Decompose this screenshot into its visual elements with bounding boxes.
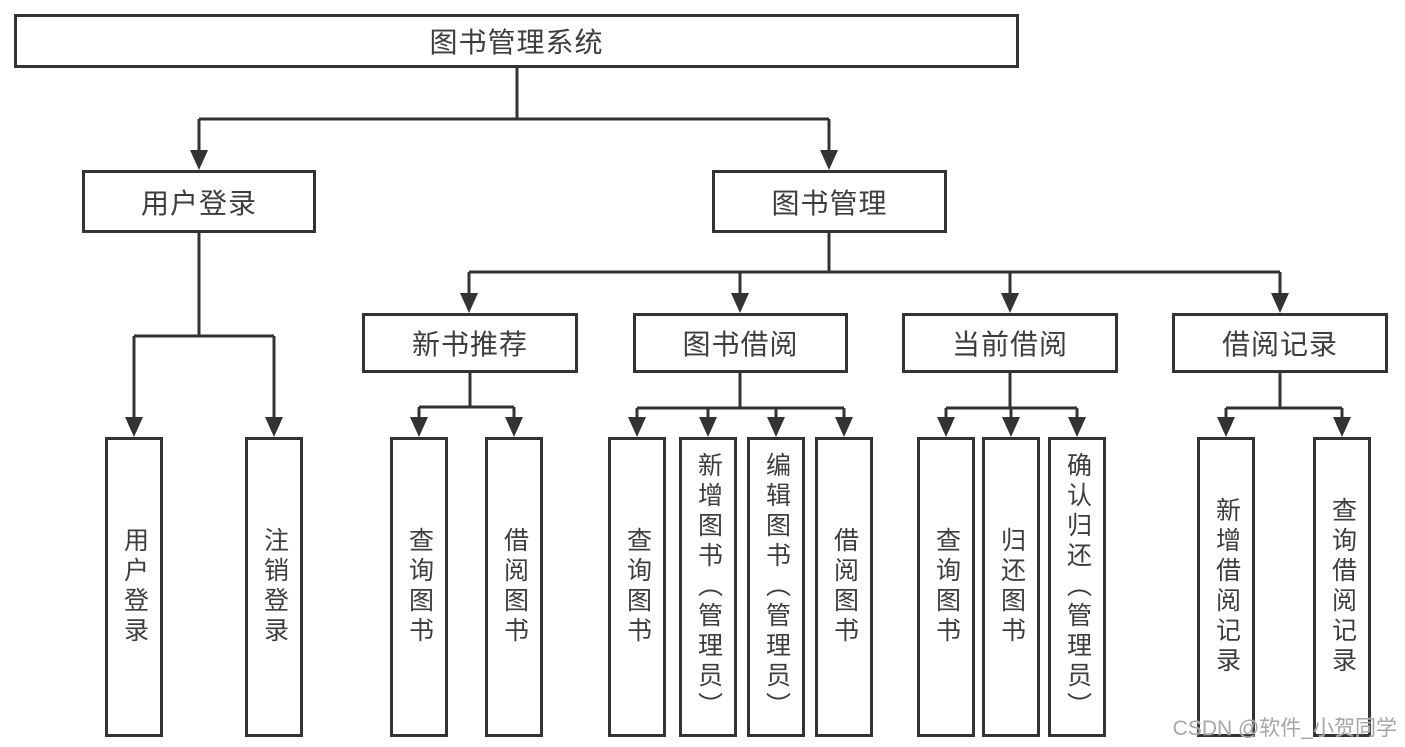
node-new-book-recommend: 新书推荐 <box>362 313 578 373</box>
leaf-record-query-label: 查询借阅记录 <box>1328 497 1357 677</box>
node-book-management-label: 图书管理 <box>771 187 888 219</box>
node-book-management: 图书管理 <box>712 170 947 233</box>
leaf-borrow-query-books-label: 查询图书 <box>623 527 652 647</box>
leaf-user-login-label: 用户登录 <box>120 527 149 647</box>
node-book-borrow: 图书借阅 <box>633 313 848 373</box>
leaf-logout-label: 注销登录 <box>260 527 289 647</box>
node-borrow-record-label: 借阅记录 <box>1221 329 1338 360</box>
node-current-borrow-label: 当前借阅 <box>951 329 1068 360</box>
node-root-label: 图书管理系统 <box>429 27 604 58</box>
node-user-login: 用户登录 <box>82 170 316 233</box>
node-borrow-record: 借阅记录 <box>1172 313 1388 373</box>
node-user-login-label: 用户登录 <box>140 187 257 219</box>
leaf-current-return-books: 归还图书 <box>982 437 1040 737</box>
node-root: 图书管理系统 <box>14 14 1019 68</box>
node-new-book-recommend-label: 新书推荐 <box>411 329 528 360</box>
leaf-recommend-borrow-books: 借阅图书 <box>485 437 543 737</box>
leaf-record-add-label: 新增借阅记录 <box>1212 497 1241 677</box>
leaf-borrow-edit-books-admin: 编辑图书（管理员） <box>747 437 805 737</box>
leaf-recommend-query-books-label: 查询图书 <box>405 527 434 647</box>
leaf-current-query-books-label: 查询图书 <box>932 527 961 647</box>
leaf-current-query-books: 查询图书 <box>917 437 975 737</box>
leaf-logout: 注销登录 <box>245 437 303 737</box>
leaf-record-add: 新增借阅记录 <box>1197 437 1255 737</box>
leaf-borrow-query-books: 查询图书 <box>608 437 666 737</box>
leaf-current-confirm-return-admin: 确认归还（管理员） <box>1048 437 1106 737</box>
node-book-borrow-label: 图书借阅 <box>682 329 799 360</box>
node-current-borrow: 当前借阅 <box>902 313 1118 373</box>
leaf-borrow-add-books-admin-label: 新增图书（管理员） <box>694 452 723 722</box>
leaf-borrow-borrow-books-label: 借阅图书 <box>830 527 859 647</box>
leaf-borrow-borrow-books: 借阅图书 <box>815 437 873 737</box>
leaf-borrow-add-books-admin: 新增图书（管理员） <box>679 437 737 737</box>
leaf-record-query: 查询借阅记录 <box>1313 437 1371 737</box>
leaf-recommend-query-books: 查询图书 <box>390 437 448 737</box>
watermark-text: CSDN @软件_小贺同学 <box>1172 717 1397 740</box>
leaf-user-login: 用户登录 <box>105 437 163 737</box>
leaf-borrow-edit-books-admin-label: 编辑图书（管理员） <box>762 452 791 722</box>
leaf-current-confirm-return-admin-label: 确认归还（管理员） <box>1063 452 1092 722</box>
leaf-current-return-books-label: 归还图书 <box>997 527 1026 647</box>
leaf-recommend-borrow-books-label: 借阅图书 <box>500 527 529 647</box>
